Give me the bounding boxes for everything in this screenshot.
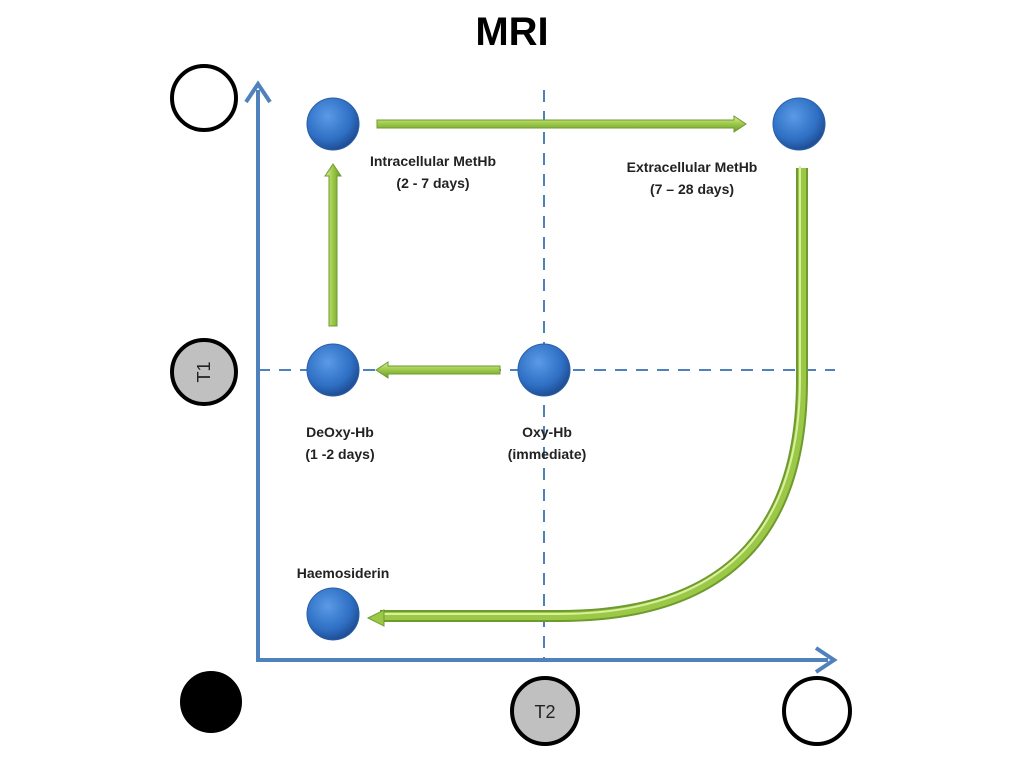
label-oxy-time: (immediate) (508, 446, 587, 462)
t1-label: T1 (194, 361, 214, 382)
t2-label: T2 (534, 702, 555, 722)
label-deoxy-time: (1 -2 days) (305, 446, 374, 462)
label-extracellular-time: (7 – 28 days) (650, 181, 734, 197)
t2-axis-marker: T2 (510, 676, 580, 746)
node-haemosiderin (306, 587, 360, 641)
arrow-oxy-to-deoxy (375, 361, 501, 379)
slide-title: MRI (475, 10, 549, 54)
origin-black-circle (176, 667, 246, 737)
y-axis (244, 80, 272, 662)
label-deoxy-name: DeOxy-Hb (306, 424, 374, 440)
node-oxy-hb (517, 343, 571, 397)
node-intracellular-methb (306, 97, 360, 151)
label-oxy-name: Oxy-Hb (522, 424, 572, 440)
label-haemosiderin-name: Haemosiderin (297, 565, 390, 581)
node-deoxy-hb (306, 343, 360, 397)
label-intracellular-name: Intracellular MetHb (370, 153, 496, 169)
node-extracellular-methb (772, 97, 826, 151)
arrow-intracellular-to-extracellular (376, 115, 747, 133)
label-extracellular-name: Extracellular MetHb (627, 159, 758, 175)
label-intracellular-time: (2 - 7 days) (396, 175, 469, 191)
x-axis (256, 646, 838, 674)
x-axis-high-signal-white-circle (782, 676, 852, 746)
t1-axis-marker: T1 (170, 338, 238, 406)
y-axis-high-signal-white-circle (170, 64, 238, 132)
arrow-deoxy-to-intracellular (324, 163, 342, 327)
arrow-extracellular-to-haemosiderin (366, 166, 808, 627)
